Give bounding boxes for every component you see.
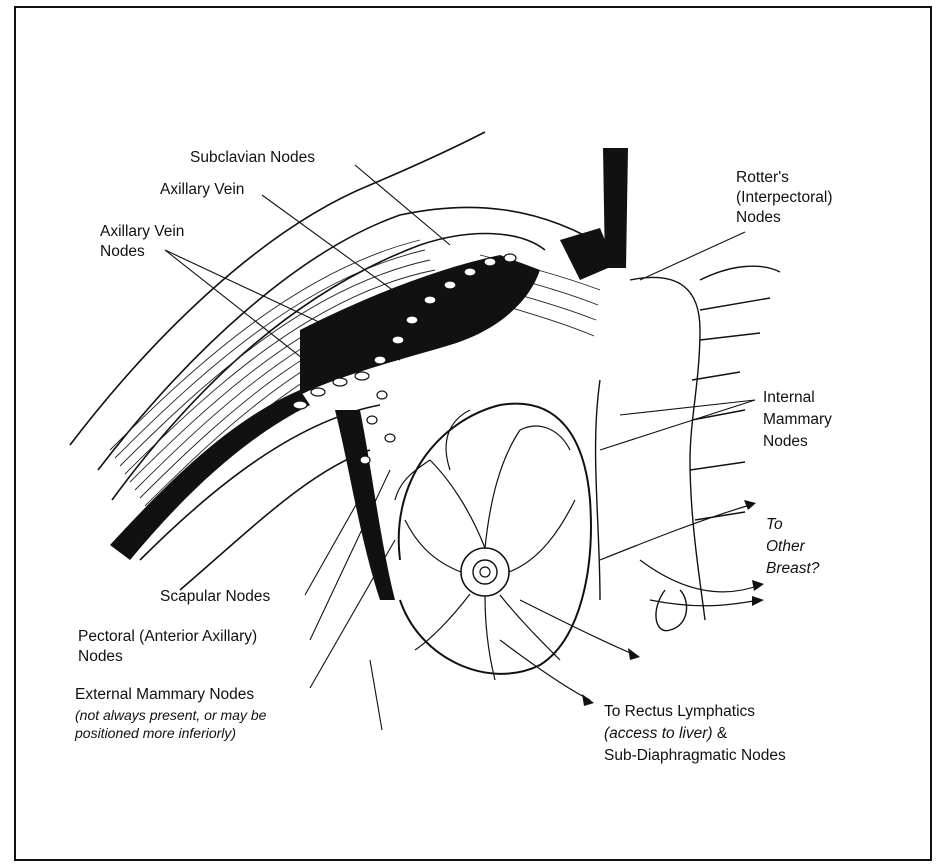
label-rectus-italic: (access to liver) [604,725,713,742]
label-subclavian-nodes: Subclavian Nodes [190,148,315,168]
label-rotters-line2: (Interpectoral) [736,188,832,208]
label-external-mammary-note-line2: positioned more inferiorly) [75,724,236,742]
label-internal-mammary-line1: Internal [763,388,815,408]
label-rectus-ampersand: & [713,725,728,742]
sternum-ribs [596,266,780,630]
label-pectoral-nodes-line1: Pectoral (Anterior Axillary) [78,627,257,647]
label-rotters-line3: Nodes [736,208,781,228]
label-internal-mammary-line3: Nodes [763,432,808,452]
label-external-mammary-note-line1: (not always present, or may be [75,706,266,724]
label-rectus-line2: (access to liver) & [604,724,727,744]
label-scapular-nodes: Scapular Nodes [160,587,270,607]
label-internal-mammary-line2: Mammary [763,410,832,430]
label-rotters-line1: Rotter's [736,168,789,188]
label-other-breast-line2: Other [766,537,805,557]
label-rectus-line3: Sub-Diaphragmatic Nodes [604,746,786,766]
label-external-mammary: External Mammary Nodes [75,685,254,705]
breast-lymphatic-vessels [395,410,575,680]
axillary-vessels [110,148,628,600]
label-pectoral-nodes-line2: Nodes [78,647,123,667]
drainage-arrows [500,505,760,700]
breast-outline [399,404,591,674]
label-axillary-vein: Axillary Vein [160,180,244,200]
label-axillary-vein-nodes-line1: Axillary Vein [100,222,184,242]
nipple-areola [461,548,509,596]
label-other-breast-line3: Breast? [766,559,819,579]
label-axillary-vein-nodes-line2: Nodes [100,242,145,262]
label-other-breast-line1: To [766,515,783,535]
label-rectus-line1: To Rectus Lymphatics [604,702,755,722]
